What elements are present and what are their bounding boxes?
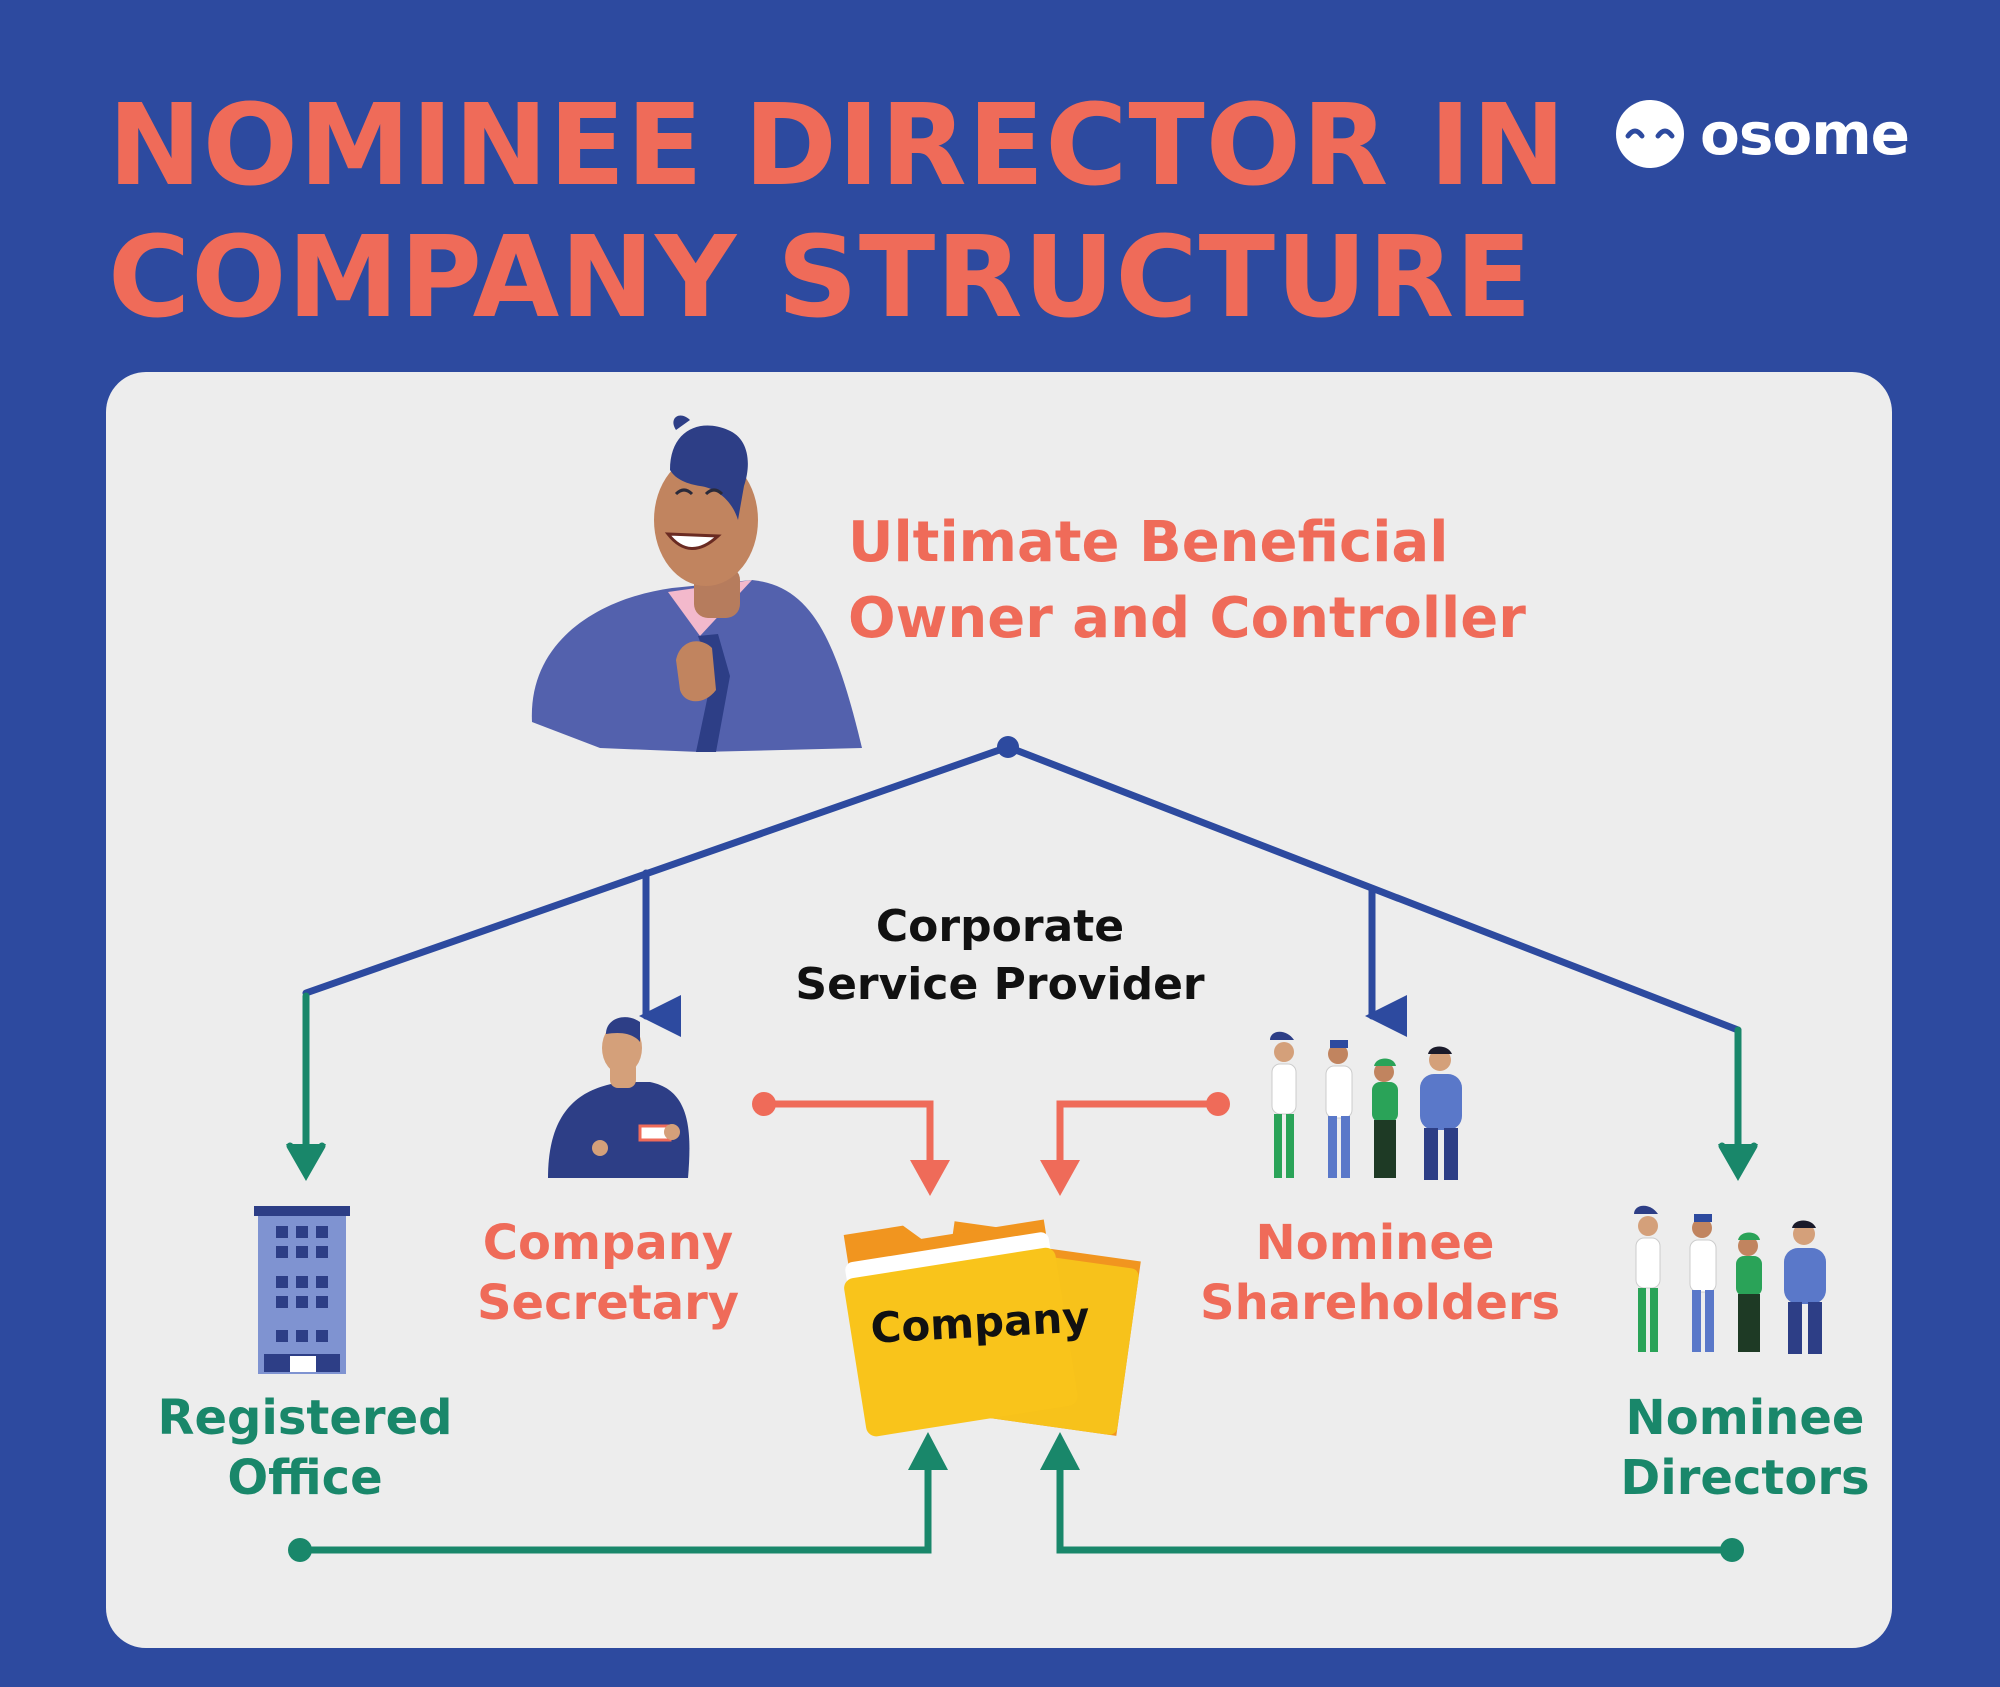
company-folder-icon: [843, 1219, 1141, 1437]
shareholders-label-line-1: Nominee: [1255, 1215, 1495, 1271]
ubo-label-line-2: Owner and Controller: [848, 586, 1526, 651]
csp-label-line-1: Corporate: [875, 901, 1125, 952]
coral-connectors: [764, 1100, 1218, 1164]
secretary-label-line-2: Secretary: [476, 1275, 740, 1331]
page-title: NOMINEE DIRECTOR IN COMPANY STRUCTURE: [108, 80, 1567, 344]
building-icon: [254, 1206, 350, 1374]
smile-face-icon: [1616, 100, 1684, 168]
osome-logo: osome: [1614, 96, 1910, 172]
diagram-panel: [106, 372, 1892, 1648]
green-arrow-heads: [286, 1144, 1758, 1180]
ubo-person-illustration: [531, 415, 862, 752]
directors-label: Nominee Directors: [1600, 1388, 1890, 1508]
shareholders-label: Nominee Shareholders: [1200, 1213, 1560, 1333]
shareholders-label-line-2: Shareholders: [1200, 1275, 1561, 1331]
coral-dots-and-heads: [752, 1092, 1230, 1196]
ubo-label-line-1: Ultimate Beneficial: [848, 510, 1449, 575]
ubo-label: Ultimate Beneficial Owner and Controller: [848, 505, 1526, 657]
directors-group-illustration: [1634, 1205, 1826, 1354]
office-label-line-2: Office: [227, 1450, 383, 1506]
secretary-label-line-1: Company: [482, 1215, 734, 1271]
branch-origin-dot: [997, 736, 1019, 758]
title-line-1: NOMINEE DIRECTOR IN: [108, 81, 1567, 211]
brand-name: osome: [1700, 100, 1910, 168]
green-bottom-connectors: [300, 1462, 1732, 1554]
directors-label-line-1: Nominee: [1625, 1390, 1865, 1446]
office-label-line-1: Registered: [157, 1390, 453, 1446]
shareholders-group-illustration: [1270, 1031, 1462, 1180]
green-down-arrows: [286, 992, 1758, 1182]
csp-label: Corporate Service Provider: [770, 898, 1230, 1014]
green-bottom-dots-and-heads: [288, 1432, 1744, 1562]
title-line-2: COMPANY STRUCTURE: [108, 213, 1533, 343]
office-label: Registered Office: [150, 1388, 460, 1508]
secretary-person-illustration: [548, 1017, 690, 1178]
directors-label-line-2: Directors: [1620, 1450, 1870, 1506]
secretary-label: Company Secretary: [450, 1213, 766, 1333]
csp-label-line-2: Service Provider: [795, 959, 1205, 1010]
